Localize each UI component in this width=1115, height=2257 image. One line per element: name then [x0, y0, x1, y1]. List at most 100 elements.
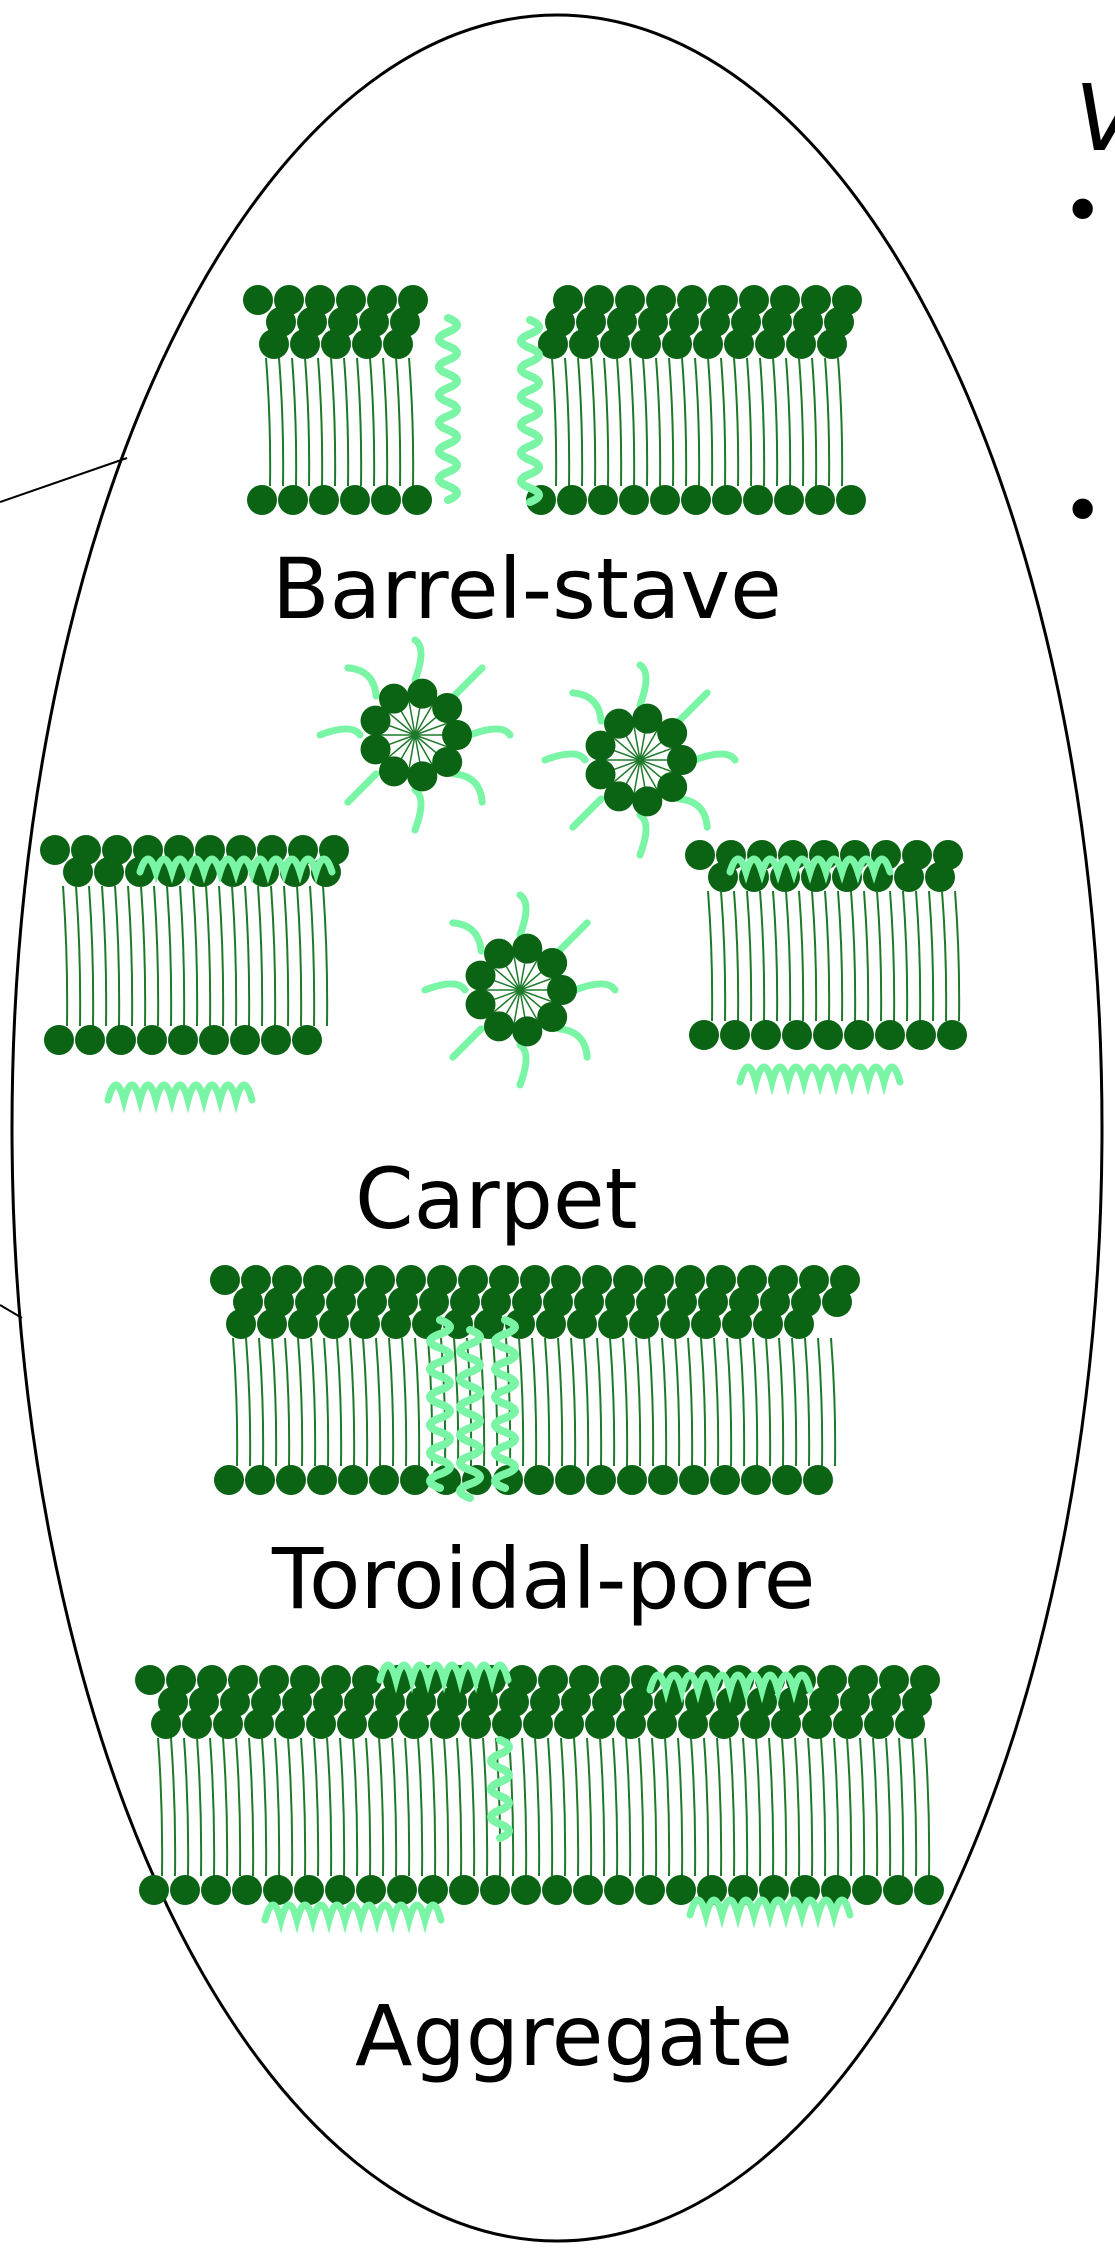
lipid-head	[263, 1875, 293, 1905]
lipid-head	[604, 1875, 634, 1905]
lipid-tail	[721, 358, 725, 486]
lipid-head	[784, 1309, 814, 1339]
lipid-head	[371, 485, 401, 515]
lipid-tail	[363, 1338, 367, 1466]
lipid-tail	[714, 1338, 718, 1466]
peptide-fringe	[640, 665, 646, 705]
peptide-fringe	[348, 668, 376, 696]
lipid-tail	[831, 1338, 835, 1466]
lipid-tail	[258, 886, 262, 1026]
lipid-head	[813, 1020, 843, 1050]
lipid-tail	[249, 1738, 253, 1876]
peptide-surface	[740, 1067, 900, 1082]
lipid-head	[573, 1875, 603, 1905]
lipid-tail	[756, 1738, 760, 1876]
lipid-tail	[630, 358, 634, 486]
lipid-head	[774, 485, 804, 515]
lipid-head	[309, 485, 339, 515]
lipid-head	[536, 1309, 566, 1339]
lipid-head	[340, 485, 370, 515]
lipid-head	[681, 485, 711, 515]
lipid-tail	[545, 1338, 549, 1466]
lipid-tail	[184, 1738, 188, 1876]
lipid-head	[214, 1465, 244, 1495]
lipid-head	[616, 1709, 646, 1739]
lipid-head	[257, 1309, 287, 1339]
lipid-head	[432, 693, 462, 723]
lipid-tail	[285, 1338, 289, 1466]
lipid-tail	[753, 1338, 757, 1466]
lipid-tail	[838, 358, 842, 486]
lipid-head	[557, 485, 587, 515]
lipid-tail	[245, 886, 249, 1026]
lipid-tail	[565, 358, 569, 486]
lipid-tail	[519, 1338, 523, 1466]
lipid-head	[833, 1709, 863, 1739]
lipid-tail	[141, 886, 145, 1026]
lipid-head	[662, 329, 692, 359]
lipid-tail	[405, 1738, 409, 1876]
lipid-head	[523, 1709, 553, 1739]
partial-heading: V	[1075, 65, 1115, 172]
lipid-head	[617, 1465, 647, 1495]
lipid-tail	[818, 1338, 822, 1466]
lipid-head	[292, 1025, 322, 1055]
lipid-head	[554, 1709, 584, 1739]
bullet-1: •	[1062, 170, 1103, 252]
lipid-tail	[197, 1738, 201, 1876]
peptide-fringe	[470, 729, 510, 735]
lipid-head	[875, 1020, 905, 1050]
peptide-fringe	[520, 1045, 526, 1085]
lipid-tail	[340, 1738, 344, 1876]
lipid-tail	[808, 1738, 812, 1876]
lipid-tail	[799, 891, 803, 1021]
lipid-head	[822, 1287, 852, 1317]
lipid-tail	[812, 891, 816, 1021]
lipid-head	[542, 1875, 572, 1905]
lipid-head	[466, 989, 496, 1019]
lipid-head	[740, 1709, 770, 1739]
lipid-head	[306, 1709, 336, 1739]
lipid-head	[635, 1875, 665, 1905]
label-barrel-stave: Barrel-stave	[272, 540, 782, 638]
lipid-head	[743, 485, 773, 515]
lipid-head	[399, 1709, 429, 1739]
lipid-tail	[548, 1738, 552, 1876]
peptide-fringe	[679, 799, 707, 827]
lipid-tail	[799, 358, 803, 486]
lipid-tail	[578, 358, 582, 486]
lipid-head	[619, 485, 649, 515]
lipid-tail	[370, 358, 374, 486]
lipid-head	[852, 1875, 882, 1905]
lipid-tail	[773, 358, 777, 486]
lipid-tail	[899, 1738, 903, 1876]
lipid-head	[657, 718, 687, 748]
lipid-tail	[890, 891, 894, 1021]
lipid-tail	[643, 358, 647, 486]
lipid-head	[650, 485, 680, 515]
lipid-tail	[470, 1738, 474, 1876]
lipid-tail	[318, 358, 322, 486]
lipid-head	[685, 840, 715, 870]
lipid-tail	[587, 1738, 591, 1876]
lipid-tail	[769, 1738, 773, 1876]
lipid-head	[294, 1875, 324, 1905]
lipid-head	[484, 939, 514, 969]
lipid-head	[709, 1709, 739, 1739]
lipid-head	[805, 485, 835, 515]
lipid-tail	[266, 358, 270, 486]
lipid-tail	[262, 1738, 266, 1876]
lipid-head	[350, 1309, 380, 1339]
lipid-tail	[812, 358, 816, 486]
lipid-tail	[805, 1338, 809, 1466]
lipid-head	[802, 1709, 832, 1739]
lipid-head	[588, 485, 618, 515]
peptide-helix	[439, 318, 457, 500]
lipid-head	[667, 745, 697, 775]
lipid-head	[259, 329, 289, 359]
lipid-tail	[331, 358, 335, 486]
lipid-head	[137, 1025, 167, 1055]
lipid-head	[511, 1875, 541, 1905]
lipid-head	[631, 329, 661, 359]
lipid-tail	[357, 358, 361, 486]
